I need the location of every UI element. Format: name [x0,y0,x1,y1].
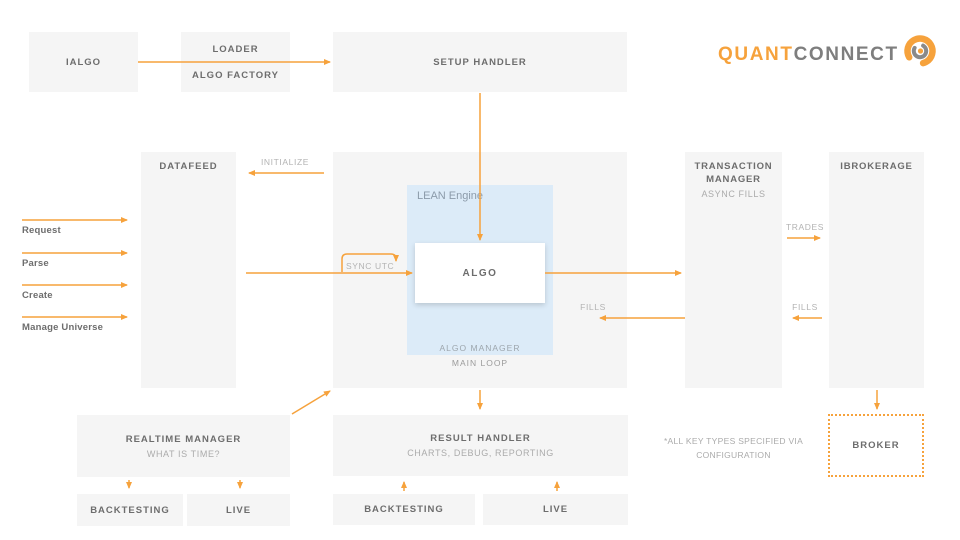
configuration-footnote: *ALL KEY TYPES SPECIFIED VIA CONFIGURATI… [640,434,827,462]
node-title: RESULT HANDLER [430,433,531,444]
node-backtesting-center: BACKTESTING [333,494,475,525]
node-ialgo: IALGO [29,32,138,92]
node-algo: ALGO [415,243,545,303]
node-datafeed: DATAFEED [141,152,236,388]
node-subtitle: WHAT IS TIME? [146,448,221,459]
flow-label-manage-universe: Manage Universe [22,322,104,333]
edge-label-trades: TRADES [786,222,825,232]
node-broker: BROKER [828,414,924,477]
node-loader-algo-factory: LOADER ALGO FACTORY [181,32,290,92]
edge-label-fills-left: FILLS [580,302,606,312]
node-title-line1: TRANSACTION [694,161,773,172]
node-title: BACKTESTING [90,504,170,516]
node-title: LOADER [212,44,259,55]
node-title: BACKTESTING [364,504,444,515]
node-title: IBROKERAGE [840,161,913,172]
node-subtitle: CHARTS, DEBUG, REPORTING [407,448,554,458]
quantconnect-swirl-icon [903,35,936,67]
flow-label-parse: Parse [22,258,49,269]
node-transaction-manager: TRANSACTION MANAGER ASYNC FILLS [685,152,782,388]
node-realtime-manager: REALTIME MANAGER WHAT IS TIME? [77,415,290,477]
node-result-handler: RESULT HANDLER CHARTS, DEBUG, REPORTING [333,415,628,476]
node-title: BROKER [852,440,900,451]
footnote-line1: *ALL KEY TYPES SPECIFIED VIA [663,436,804,446]
edge-label-fills-right: FILLS [792,302,818,312]
node-title-line2: MANAGER [706,174,761,185]
node-subtitle: ALGO FACTORY [192,70,279,81]
node-title: DATAFEED [159,161,218,172]
logo-text-connect: CONNECT [793,44,899,65]
lean-engine-title: LEAN Engine [417,190,484,202]
algo-manager-label: ALGO MANAGER [439,343,521,353]
node-setup-handler: SETUP HANDLER [333,32,627,92]
node-ibrokerage: IBROKERAGE [829,152,924,388]
node-title: LIVE [225,504,252,516]
footnote-line2: CONFIGURATION [696,450,771,461]
arrow-realtime-manager-to-lean [291,390,331,415]
node-live-left: LIVE [187,494,290,526]
node-title: ALGO [462,267,498,279]
node-title: SETUP HANDLER [433,56,527,68]
node-subtitle: ASYNC FILLS [701,189,766,199]
flow-label-request: Request [22,225,61,236]
node-backtesting-left: BACKTESTING [77,494,183,526]
flow-label-create: Create [22,290,53,301]
node-title: REALTIME MANAGER [125,433,242,445]
edge-label-sync-utc: SYNC UTC [346,261,395,271]
main-loop-label: MAIN LOOP [451,358,509,368]
logo-text-quant: QUANT [718,44,794,65]
node-title: LIVE [542,504,569,515]
edge-label-initialize: INITIALIZE [260,157,310,167]
node-live-center: LIVE [483,494,628,525]
node-title: IALGO [65,56,102,68]
